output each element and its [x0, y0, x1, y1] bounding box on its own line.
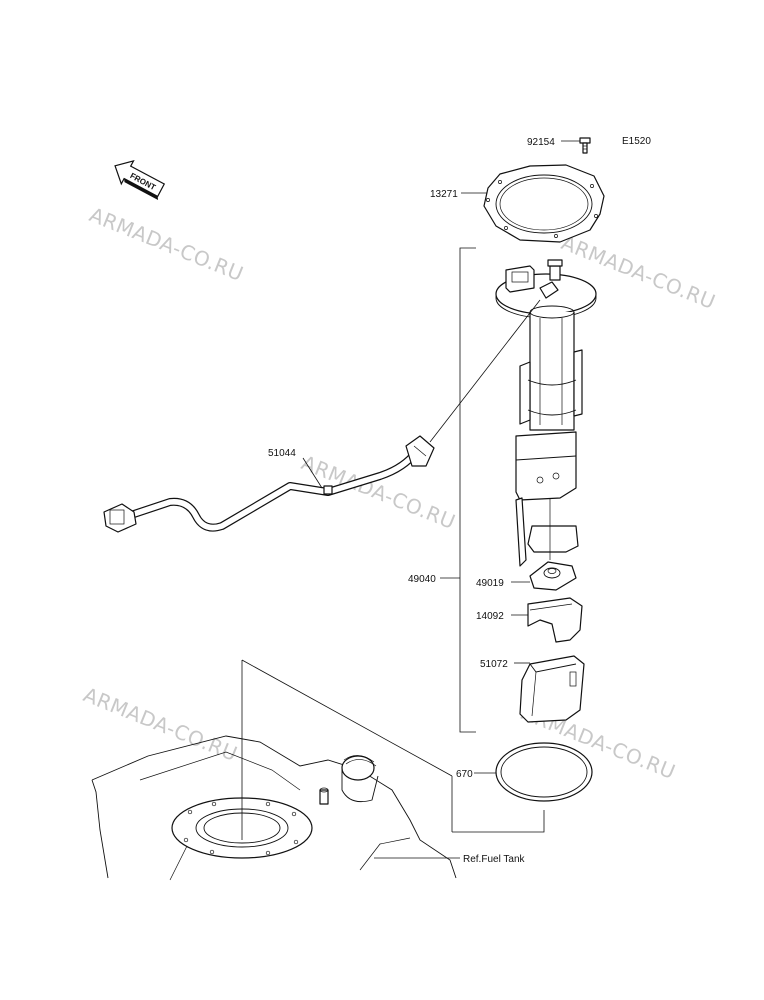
front-arrow-icon: FRONT: [114, 159, 166, 200]
watermarks: ARMADA-CO.RU ARMADA-CO.RU ARMADA-CO.RU A…: [80, 202, 719, 784]
cover-51072: [514, 655, 585, 723]
label-13271: 13271: [430, 189, 458, 200]
filter-49019: [511, 561, 577, 591]
label-670: 670: [456, 769, 473, 780]
label-92154: 92154: [527, 137, 555, 148]
o-ring-670: [474, 742, 593, 802]
watermark-4: ARMADA-CO.RU: [80, 682, 241, 766]
gasket-plate-13271: [461, 164, 605, 243]
label-14092: 14092: [476, 611, 504, 622]
label-49019: 49019: [476, 578, 504, 589]
hose-51044: [103, 299, 541, 533]
diagram-code: E1520: [622, 136, 651, 147]
label-ref-fuel-tank: Ref.Fuel Tank: [463, 854, 526, 865]
fuel-tank-reference: [91, 659, 545, 881]
label-49040: 49040: [408, 574, 436, 585]
bracket-14092: [511, 597, 583, 643]
label-51044: 51044: [268, 448, 296, 459]
label-51072: 51072: [480, 659, 508, 670]
fuel-pump-assembly: [495, 259, 597, 567]
assembly-bracket: [440, 247, 476, 733]
bolt-92154: [561, 137, 591, 154]
watermark-1: ARMADA-CO.RU: [86, 202, 247, 286]
